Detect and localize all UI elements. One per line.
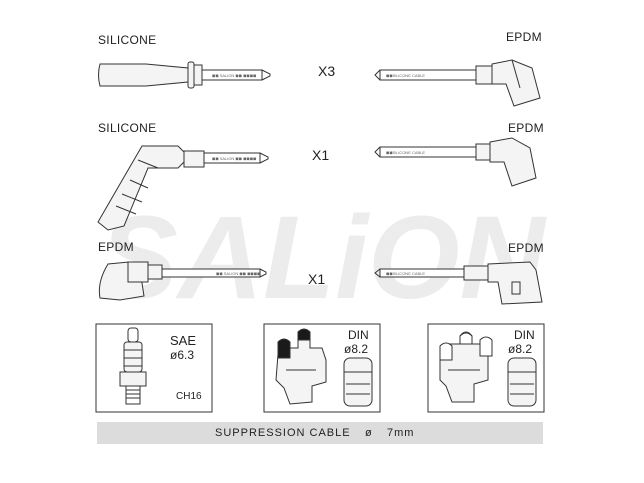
row3-left-material: EPDM: [98, 240, 134, 254]
box-din-1-standard: DIN: [348, 328, 369, 342]
distributor-cap-icon-1: [275, 328, 373, 407]
svg-text:◼◼SiLiCONE CABLE: ◼◼SiLiCONE CABLE: [386, 73, 425, 78]
row3-quantity: X1: [308, 271, 325, 287]
distributor-cap-icon-2: [439, 331, 537, 407]
row2-right-angled-boot: ◼◼SiLiCONE CABLE: [374, 137, 537, 187]
row1-right-material: EPDM: [506, 30, 542, 44]
row2-left-bent-boot: ◼◼ SALiON ◼◼ ◼◼◼◼: [97, 145, 269, 231]
box-sae-diameter: ø6.3: [170, 348, 195, 362]
box-sae-standard: SAE: [170, 333, 197, 348]
footer-size: 7mm: [387, 427, 415, 439]
svg-text:◼◼ SALiON ◼◼ ◼◼◼◼: ◼◼ SALiON ◼◼ ◼◼◼◼: [212, 73, 256, 78]
box-din-2-standard: DIN: [514, 328, 535, 342]
svg-text:◼◼ SALiON ◼◼ ◼◼◼◼: ◼◼ SALiON ◼◼ ◼◼◼◼: [212, 156, 256, 161]
footer-label: SUPPRESSION CABLE: [215, 427, 351, 439]
suppression-cable-bar: SUPPRESSION CABLE ø 7mm: [97, 422, 543, 444]
row1-left-straight-boot: ◼◼ SALiON ◼◼ ◼◼◼◼: [98, 61, 271, 89]
row3-right-distributor-boot: ◼◼SiLiCONE CABLE: [374, 261, 543, 305]
row2-quantity: X1: [312, 147, 329, 163]
row3-right-material: EPDM: [508, 241, 544, 255]
svg-text:◼◼SiLiCONE CABLE: ◼◼SiLiCONE CABLE: [386, 271, 425, 276]
svg-text:◼◼SiLiCONE CABLE: ◼◼SiLiCONE CABLE: [386, 150, 425, 155]
box-din-1-diameter: ø8.2: [344, 342, 369, 356]
watermark-text: SALiON: [99, 192, 548, 324]
row1-right-angled-boot: ◼◼SiLiCONE CABLE: [374, 59, 541, 107]
box-sae-frame: [95, 323, 213, 413]
row2-left-material: SILICONE: [98, 121, 157, 135]
spark-plug-icon: [119, 327, 147, 405]
row1-left-material: SILICONE: [98, 33, 157, 47]
row1-quantity: X3: [318, 63, 335, 79]
box-sae-code: CH16: [176, 391, 202, 402]
box-din-2-diameter: ø8.2: [508, 342, 533, 356]
svg-text:◼◼ SALiON ◼◼ ◼◼◼◼: ◼◼ SALiON ◼◼ ◼◼◼◼: [216, 271, 260, 276]
footer-diameter-symbol: ø: [365, 427, 373, 439]
row2-right-material: EPDM: [508, 121, 544, 135]
row3-left-angled-boot: ◼◼ SALiON ◼◼ ◼◼◼◼: [98, 261, 267, 301]
